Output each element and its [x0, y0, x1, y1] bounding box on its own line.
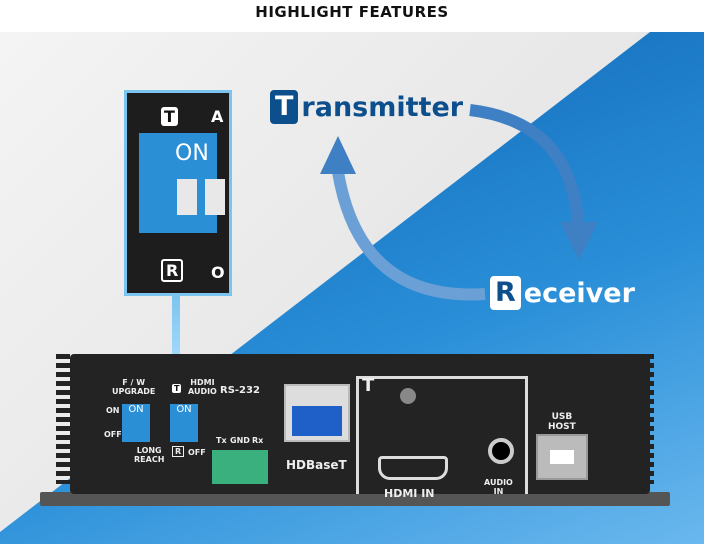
long-reach-label: LONG REACH: [134, 446, 165, 464]
transmitter-section-box: [356, 376, 528, 494]
dip-on-text: ON: [176, 404, 192, 415]
hdbaset-label: HDBaseT: [286, 458, 347, 472]
inset-o-text: O: [211, 263, 225, 282]
transmitter-text: ransmitter: [301, 91, 464, 123]
usb-b-icon: [550, 450, 574, 464]
page-title: HIGHLIGHT FEATURES: [255, 3, 449, 21]
audio-in-jack[interactable]: [488, 438, 514, 464]
tx-label: Tx: [216, 436, 227, 445]
on-label: ON: [106, 406, 120, 415]
arrow-down-icon: [560, 222, 598, 260]
hdbaset-port[interactable]: [284, 384, 350, 442]
left-heatsink-fins: [56, 354, 70, 484]
mounting-base: [40, 492, 670, 506]
hdmi-in-port[interactable]: [378, 456, 448, 480]
dip-switch-zoom-inset: T A ON R O: [124, 90, 232, 296]
usb-host-port[interactable]: [536, 434, 588, 480]
off-label: OFF: [104, 430, 122, 439]
section-t-label: T: [362, 375, 375, 396]
hdmi-audio-label: HDMI AUDIO: [188, 378, 217, 396]
dip-on-text: ON: [128, 404, 144, 415]
receiver-text: eceiver: [523, 277, 635, 309]
t-badge: T: [172, 384, 182, 393]
usb-host-label: USB HOST: [548, 412, 576, 432]
r-badge: R: [172, 446, 185, 457]
rs232-terminal-block[interactable]: [212, 450, 268, 484]
hdmi-audio-dip-switch[interactable]: ON: [170, 404, 198, 442]
inset-switch-knob: [177, 179, 197, 215]
receiver-initial: R: [490, 276, 521, 310]
audio-in-label: AUDIO IN: [484, 478, 513, 496]
inset-a-text: A: [211, 107, 224, 126]
rx-label: Rx: [252, 436, 264, 445]
inset-on-text: ON: [175, 141, 209, 166]
fw-upgrade-label: F / W UPGRADE: [112, 378, 156, 396]
inset-r-badge: R: [161, 259, 184, 282]
gnd-label: GND: [230, 436, 250, 445]
inset-pointer: [172, 296, 180, 376]
fw-dip-switch[interactable]: ON: [122, 404, 150, 442]
rs232-label: RS-232: [220, 385, 260, 396]
off-label-2: OFF: [188, 448, 206, 457]
screw-icon: [400, 388, 416, 404]
inset-switch-knob: [205, 179, 225, 215]
rj45-icon: [292, 406, 342, 436]
hdmi-in-label: HDMI IN: [384, 487, 435, 500]
cycle-arrows: [320, 104, 598, 301]
arrow-up-icon: [320, 136, 356, 174]
inset-t-badge: T: [161, 107, 178, 126]
transmitter-initial: T: [270, 90, 299, 124]
